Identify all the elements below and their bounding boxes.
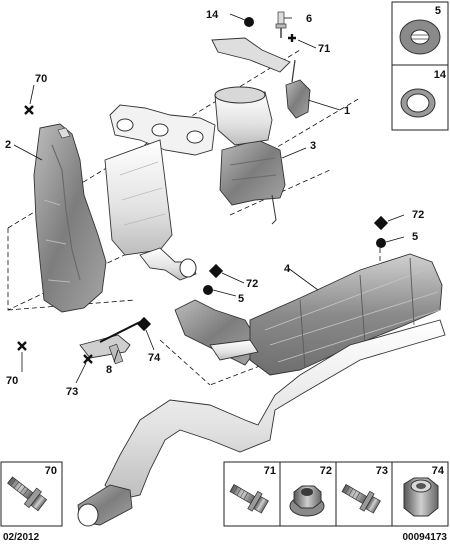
nut-symbol-74: [136, 316, 152, 332]
callout-72-mid: 72: [246, 278, 258, 290]
symbols: [17, 17, 389, 364]
inset-70: 70: [0, 461, 63, 527]
inset-5-number: 5: [435, 5, 441, 17]
upper-bracket: [211, 37, 311, 146]
callout-6: 6: [306, 13, 312, 25]
flange-bolt-icon: [7, 476, 48, 512]
callout-72-right: 72: [412, 209, 424, 221]
nut-symbol-72-mid: [208, 263, 224, 279]
inset-71-number: 71: [264, 465, 276, 477]
seal-symbol-14: [244, 17, 254, 27]
leader-lines: [13, 13, 405, 384]
flange-bolt-icon: [229, 484, 269, 514]
heat-shield-manifold: [219, 139, 286, 225]
inset-73: 73: [341, 465, 388, 514]
inset-top-right: 5 14: [391, 1, 449, 131]
footer-date: 02/2012: [3, 532, 40, 543]
footer-reference: 00094173: [403, 532, 448, 543]
inset-73-number: 73: [376, 465, 388, 477]
callout-5-mid: 5: [238, 293, 244, 305]
nut-symbol-72-right: [373, 215, 389, 231]
callout-3: 3: [310, 140, 316, 152]
inset-71: 71: [229, 465, 276, 514]
heat-shield-left: [33, 123, 107, 313]
callout-5-right: 5: [412, 231, 418, 243]
inset-14-number: 14: [434, 69, 447, 81]
hex-nut-icon: [403, 477, 439, 517]
callout-4: 4: [284, 263, 291, 275]
seal-ring-icon: [400, 88, 436, 118]
inset-72-number: 72: [320, 465, 332, 477]
inset-74: 74: [403, 465, 445, 517]
callout-14: 14: [206, 9, 219, 21]
bolt-symbol-71: [288, 34, 296, 42]
callout-2: 2: [5, 139, 11, 151]
silencer-assembly: [174, 253, 443, 376]
inset-72: 72: [289, 465, 332, 517]
exhaust-manifold-catalyst: [104, 104, 216, 281]
inset-70-number: 70: [45, 465, 57, 477]
inset-74-number: 74: [432, 465, 445, 477]
bolt-symbol-73: [83, 354, 93, 364]
tail-pipe: [77, 319, 446, 527]
callout-71: 71: [318, 43, 330, 55]
flange-nut-icon: [289, 485, 325, 517]
callout-70-top: 70: [35, 73, 47, 85]
bolt-symbol-70-bottom: [17, 341, 27, 351]
washer-icon: [399, 19, 441, 55]
callout-70-bottom: 70: [6, 375, 18, 387]
washer-symbol-5-right: [376, 238, 386, 248]
callout-74: 74: [148, 352, 161, 364]
callout-8: 8: [106, 364, 112, 376]
callout-1: 1: [344, 105, 350, 117]
sensor-part-6: [275, 11, 287, 38]
callout-numbers: 14 6 71 70 2 1 3 72 5 4 72 5 74 8 73 70: [5, 9, 424, 398]
callout-73: 73: [66, 386, 78, 398]
washer-symbol-5-mid: [203, 285, 213, 295]
bolt-symbol-70-top: [24, 105, 34, 115]
flange-bolt-icon: [341, 484, 381, 514]
